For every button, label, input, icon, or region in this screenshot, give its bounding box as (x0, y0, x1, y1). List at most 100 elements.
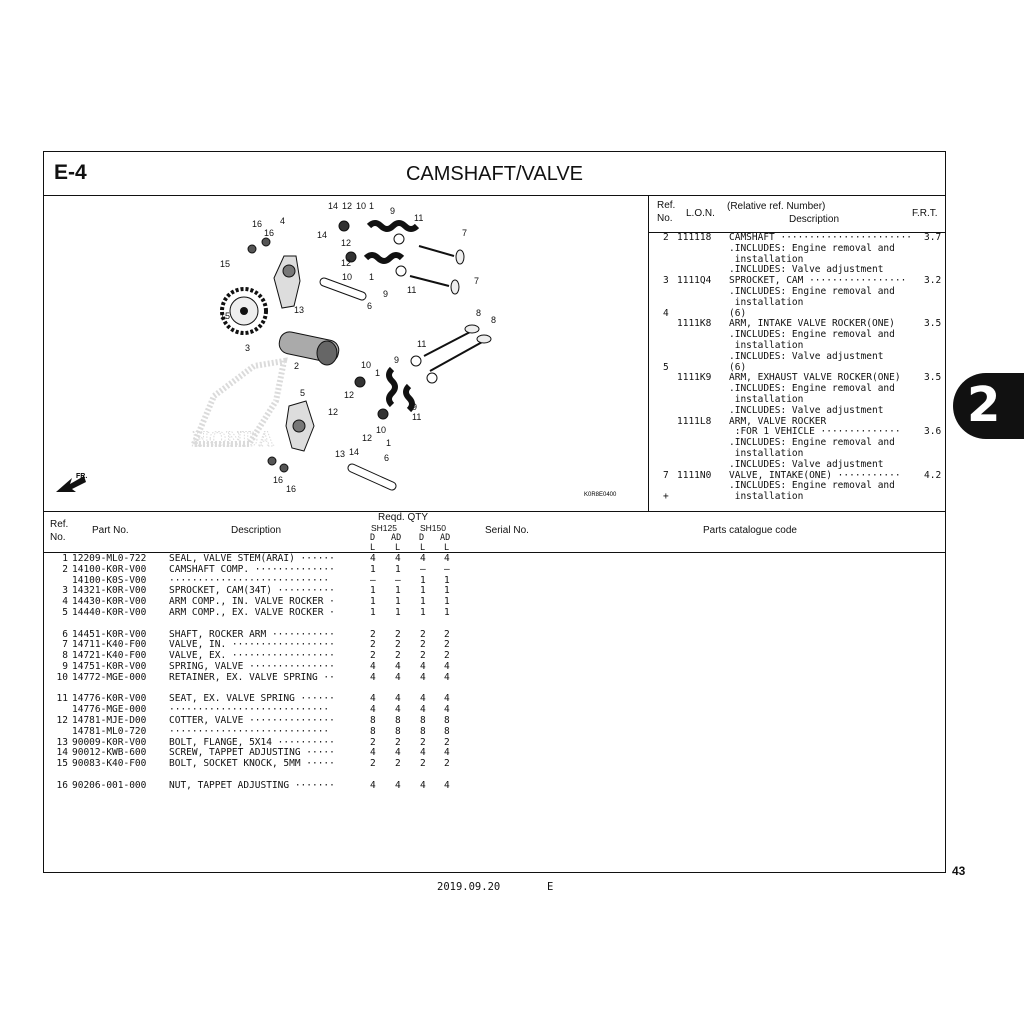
parts-cell-qty: 8 (395, 714, 401, 726)
parts-cell-partno: 90083-K40-F00 (72, 758, 147, 770)
parts-cell-qty: – (370, 574, 376, 586)
lon-row: installation (649, 394, 946, 406)
chapter-tab-number: 2 (967, 377, 1001, 433)
lon-row: .INCLUDES: Engine removal and (649, 243, 946, 255)
parts-table-row: 14781-ML0-720···························… (44, 726, 945, 738)
parts-cell-qty: 4 (444, 660, 450, 672)
parts-cell-ref: 12 (56, 714, 68, 726)
callout-number: 14 (328, 201, 338, 211)
parts-cell-desc: COTTER, VALVE ··············· (169, 714, 335, 726)
callout-number: 16 (273, 475, 283, 485)
parts-cell-qty: 1 (420, 585, 426, 597)
lon-cell-lon: 1111N0 (677, 469, 712, 481)
callout-number: 8 (476, 308, 481, 318)
parts-cell-ref: 9 (62, 660, 68, 672)
lower-rocker-arm (267, 400, 315, 473)
lon-row: installation (649, 254, 946, 266)
parts-cell-qty: 4 (370, 693, 376, 705)
parts-cell-qty: – (420, 563, 426, 575)
lon-cell-lon: 1111K8 (677, 318, 712, 330)
parts-cell-ref: 6 (62, 628, 68, 640)
callout-number: 5 (300, 388, 305, 398)
callout-number: 6 (367, 301, 372, 311)
callout-number: 10 (376, 425, 386, 435)
parts-cell-qty: 1 (420, 574, 426, 586)
callout-number: 10 (342, 272, 352, 282)
parts-cell-qty: 1 (420, 606, 426, 618)
parts-cell-qty: 4 (444, 704, 450, 716)
parts-reqd-header: Reqd. QTY (378, 512, 429, 523)
lon-cell-ref: 4 (663, 307, 669, 319)
parts-d1-header: D (370, 533, 376, 543)
parts-cell-ref: 10 (56, 671, 68, 683)
parts-cell-qty: 1 (370, 606, 376, 618)
parts-cell-qty: 2 (395, 628, 401, 640)
parts-cell-qty: 4 (395, 747, 401, 759)
lon-cell-lon: 1111L8 (677, 415, 712, 427)
parts-cell-qty: 1 (395, 596, 401, 608)
parts-cell-partno: 90009-K0R-V00 (72, 736, 147, 748)
upper-valve-springs (338, 220, 420, 277)
page-number: 43 (952, 864, 966, 878)
parts-ref-header: Ref. (50, 519, 69, 530)
parts-ad1-header: AD (391, 533, 402, 543)
lon-cell-frt: 3.6 (924, 426, 942, 438)
lon-cell-desc: .INCLUDES: Valve adjustment (729, 350, 884, 362)
parts-cell-qty: 1 (444, 606, 450, 618)
parts-cell-desc: RETAINER, EX. VALVE SPRING ·· (169, 671, 335, 683)
lon-row: .INCLUDES: Valve adjustment (649, 458, 946, 471)
lon-row: installation (649, 297, 946, 309)
parts-serial-header: Serial No. (485, 525, 529, 536)
parts-cell-qty: 2 (420, 758, 426, 770)
lon-cell-desc: CAMSHAFT ······················· (729, 232, 913, 243)
callout-number: 11 (417, 339, 426, 349)
callout-number: 15 (220, 311, 230, 321)
parts-cell-desc: SEAT, EX. VALVE SPRING ······ (169, 693, 335, 705)
parts-cell-partno: 14711-K40-F00 (72, 639, 147, 651)
parts-cell-qty: – (444, 563, 450, 575)
parts-cell-desc: VALVE, IN. ·················· (169, 639, 335, 651)
lon-row: installation (649, 448, 946, 460)
rocker-shaft-upper (319, 277, 367, 301)
parts-l4-header: L (444, 543, 450, 553)
upper-rocker-arm (247, 237, 301, 309)
lon-cell-desc: :FOR 1 VEHICLE ·············· (729, 426, 901, 438)
lon-row: :FOR 1 VEHICLE ·············· 3.6 (649, 427, 946, 438)
parts-cell-qty: 2 (420, 650, 426, 662)
parts-cell-desc: SPRING, VALVE ··············· (169, 660, 335, 672)
callout-number: 12 (341, 258, 351, 268)
lon-cell-desc: ARM, INTAKE VALVE ROCKER(ONE) (729, 318, 895, 330)
parts-cell-qty: 4 (395, 693, 401, 705)
parts-cell-qty: 2 (420, 628, 426, 640)
parts-cell-qty: – (395, 574, 401, 586)
callout-number: 11 (407, 285, 416, 295)
lon-row: .INCLUDES: Engine removal and (649, 383, 946, 395)
parts-cell-qty: 4 (370, 553, 376, 564)
callout-number: 13 (335, 449, 345, 459)
lon-code-header: L.O.N. (686, 208, 715, 219)
parts-cell-qty: 2 (395, 650, 401, 662)
callout-number: 9 (390, 206, 395, 216)
lower-valves (423, 324, 492, 372)
labor-operation-table: Ref. No. L.O.N. (Relative ref. Number) D… (649, 196, 946, 512)
parts-cell-qty: 8 (420, 714, 426, 726)
parts-cell-qty: 2 (444, 650, 450, 662)
parts-sh125-header: SH125 (371, 523, 397, 533)
lon-cell-desc: .INCLUDES: Valve adjustment (729, 458, 884, 470)
lon-cell-desc: .INCLUDES: Engine removal and (729, 329, 895, 341)
lon-cell-desc: (6) (729, 361, 747, 373)
callout-number: 7 (462, 228, 467, 238)
parts-cell-qty: 2 (395, 736, 401, 748)
lon-cell-desc: .INCLUDES: Engine removal and (729, 480, 895, 492)
parts-cell-qty: 1 (370, 563, 376, 575)
